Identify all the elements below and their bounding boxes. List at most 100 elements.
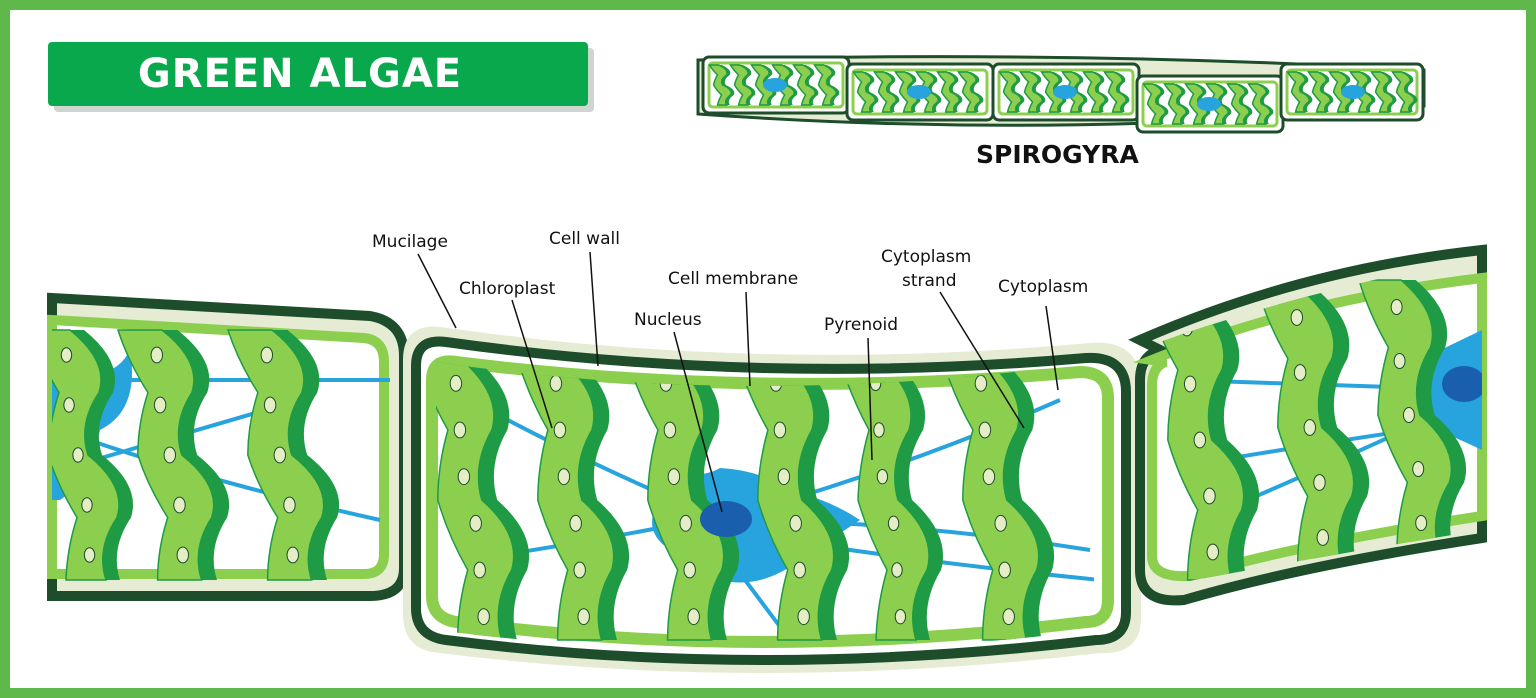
cell-middle [403,326,1141,673]
chloroplast-ribbon [852,71,879,113]
chloroplast-ribbon [226,329,340,581]
label-cytoplasm-text: Cytoplasm [998,277,1088,297]
label-cell-membrane-text: Cell membrane [668,269,798,289]
label-chloroplast: Chloroplast [459,279,556,429]
chloroplast-band [1247,83,1271,125]
chloroplast-ribbon [792,64,819,106]
chloroplast-ribbon [1082,71,1109,113]
pyrenoid-dot [891,562,903,578]
label-pyrenoid-text: Pyrenoid [824,315,898,335]
chloroplast-band [813,64,837,106]
chloroplast-band [998,71,1022,113]
pyrenoid-dot [449,374,463,392]
thumb-nucleus [1053,85,1077,99]
thumb-nucleus [763,78,787,92]
pyrenoid-dot [1203,487,1216,505]
chloroplast-band [1184,83,1208,125]
pyrenoid-dot [1390,298,1403,316]
cell-right-chloroplasts [1147,279,1467,581]
label-cytoplasm-strand: Cytoplasm strand [881,247,1025,429]
chloroplast-band [1082,71,1106,113]
chloroplast-band [1286,71,1310,113]
chloroplast-band [852,71,876,113]
pyrenoid-dot [573,561,586,579]
chloroplast-ribbon [1257,289,1370,566]
pyrenoid-dot [263,396,277,414]
thumb-chloroplast-ribbons [708,64,1418,125]
chloroplast-band [1307,71,1331,113]
chloroplast-ribbon [936,71,963,113]
label-cytoplasm-strand-line1: Cytoplasm [881,247,971,267]
chloroplast-ribbon [839,362,944,641]
pyrenoid-dot [163,446,177,464]
pyrenoid-dot [1293,364,1307,381]
page-title: GREEN ALGAE [137,51,463,97]
chloroplast-band [1040,71,1064,113]
pyrenoid-dot [557,468,571,486]
label-nucleus-text: Nucleus [634,310,702,330]
pyrenoid-dot [1393,352,1406,370]
pyrenoid-dot [1303,419,1317,436]
pyrenoid-dot [1316,529,1330,546]
label-mucilage-text: Mucilage [372,232,448,252]
chloroplast-band [957,71,981,113]
pyrenoid-dot [286,546,300,564]
chloroplast-band [894,71,918,113]
pyrenoid-dot [453,421,467,439]
pyrenoid-dot [793,561,806,579]
pyrenoid-dot [679,514,692,532]
chloroplast-band [873,71,897,113]
cell-right-nucleus [1442,366,1482,402]
chloroplast-ribbon [517,362,630,641]
pyrenoid-dot [577,608,590,626]
pyrenoid-dot [998,561,1011,579]
chloroplast-band [737,362,835,641]
label-cytoplasm: Cytoplasm [998,277,1088,391]
pyrenoid-dot [789,514,802,532]
pyrenoid-dot [150,346,164,364]
cell-right [1128,244,1487,606]
chloroplast-band [517,362,615,641]
chloroplast-ribbon [1163,83,1190,125]
pyrenoid-dot [1313,474,1326,491]
chloroplast-band [1103,71,1127,113]
pyrenoid-dot [1402,406,1415,424]
pyrenoid-dot [260,346,274,364]
chloroplast-band [792,64,816,106]
chloroplast-ribbon [436,362,530,641]
pyrenoid-dot [683,561,696,579]
pyrenoid-dot [176,546,190,564]
chloroplast-band [936,71,960,113]
pyrenoid-dot [473,561,486,579]
chloroplast-ribbon [957,71,984,113]
label-cytoplasm-strand-line2: strand [902,271,957,291]
chloroplast-band [750,64,774,106]
spirogyra-label: SPIROGYRA [976,140,1139,169]
pyrenoid-dot [63,397,75,413]
pyrenoid-dot [663,421,677,439]
chloroplast-ribbon [729,64,756,106]
chloroplast-ribbon [1103,71,1130,113]
chloroplast-band [1163,83,1187,125]
label-chloroplast-text: Chloroplast [459,279,556,299]
pyrenoid-dot [974,374,988,392]
pyrenoid-dot [469,514,482,532]
pyrenoid-dot [457,468,471,486]
chloroplast-ribbon [1370,71,1397,113]
chloroplast-ribbon [708,64,735,106]
pyrenoid-dot [1193,431,1207,449]
chloroplast-ribbon [998,71,1025,113]
pyrenoid-dot [173,496,186,514]
pyrenoid-dot [687,608,700,626]
chloroplast-band [1142,83,1166,125]
title-banner: GREEN ALGAE [48,42,588,106]
pyrenoid-dot [873,422,885,438]
pyrenoid-dot [1206,543,1220,561]
chloroplast-band [1328,71,1352,113]
label-cell-membrane: Cell membrane [668,269,798,387]
pyrenoid-dot [667,468,681,486]
pyrenoid-dot [1412,460,1425,478]
label-nucleus: Nucleus [634,310,723,513]
